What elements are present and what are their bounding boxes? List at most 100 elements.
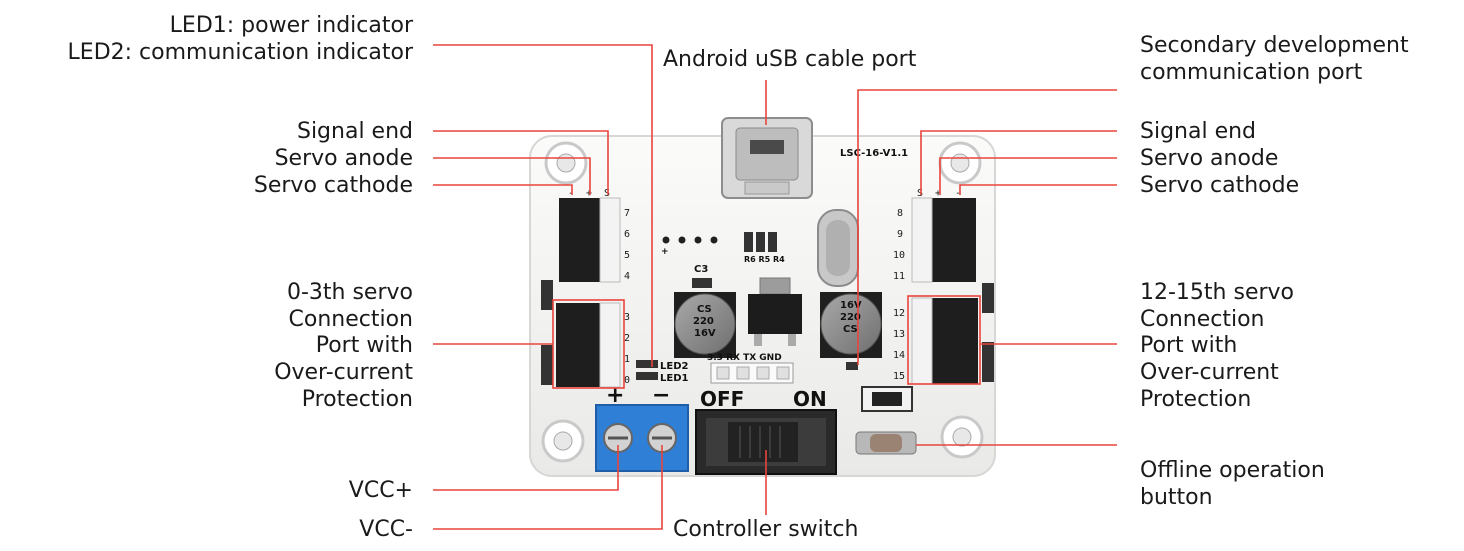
mount-hole-bottom-right bbox=[940, 415, 984, 459]
svg-text:R6 R5 R4: R6 R5 R4 bbox=[744, 255, 785, 264]
svg-text:C3: C3 bbox=[694, 264, 708, 275]
electrolytic-capacitor-left: CS 220 16V bbox=[674, 292, 736, 358]
svg-text:CS: CS bbox=[697, 304, 712, 315]
svg-text:11: 11 bbox=[893, 271, 905, 282]
svg-text:+: + bbox=[586, 188, 592, 199]
label-left-group-1: 0-3th servo bbox=[287, 280, 413, 305]
label-left-group-5: Protection bbox=[302, 387, 413, 412]
offline-push-button bbox=[855, 386, 917, 455]
svg-text:7: 7 bbox=[624, 208, 630, 219]
leader-secondary-port bbox=[857, 89, 1117, 365]
svg-text:−: − bbox=[652, 383, 670, 408]
label-secondary-port-2: communication port bbox=[1140, 60, 1363, 85]
svg-text:ON: ON bbox=[793, 387, 827, 411]
svg-text:8: 8 bbox=[897, 208, 903, 219]
svg-text:15: 15 bbox=[893, 371, 905, 382]
label-right-group-3: Port with bbox=[1140, 333, 1237, 358]
svg-text:220: 220 bbox=[840, 312, 861, 323]
svg-text:1: 1 bbox=[624, 354, 630, 365]
label-left-group-4: Over-current bbox=[274, 360, 413, 385]
svg-text:-: - bbox=[568, 188, 574, 199]
label-led1: LED1: power indicator bbox=[170, 13, 414, 38]
servo-header-right-bottom: 12 13 14 15 bbox=[893, 283, 994, 385]
mount-hole-top-right bbox=[938, 141, 982, 185]
leader-left-anode bbox=[433, 157, 591, 195]
servo-header-right-top: S + - 8 9 10 11 bbox=[893, 188, 976, 283]
svg-text:OFF: OFF bbox=[700, 387, 744, 411]
leader-left-cathode bbox=[433, 184, 573, 195]
svg-text:CS: CS bbox=[843, 324, 858, 335]
label-offline-button-1: Offline operation bbox=[1140, 458, 1325, 483]
svg-text:0: 0 bbox=[624, 375, 630, 386]
capacitor-c3: C3 bbox=[692, 264, 712, 288]
label-left-group-2: Connection bbox=[289, 307, 413, 332]
servo-header-left-top: - + S 7 6 5 4 bbox=[559, 188, 630, 283]
mount-hole-bottom-left bbox=[541, 419, 585, 463]
svg-text:16V: 16V bbox=[840, 300, 862, 311]
label-led2: LED2: communication indicator bbox=[68, 40, 414, 65]
leader-led bbox=[433, 44, 653, 367]
label-left-group-3: Port with bbox=[316, 333, 413, 358]
slide-switch: OFF ON bbox=[695, 387, 837, 475]
svg-text:2: 2 bbox=[624, 333, 630, 344]
highlight-right-servos bbox=[907, 295, 981, 385]
label-right-anode: Servo anode bbox=[1140, 146, 1278, 171]
label-right-group-5: Protection bbox=[1140, 387, 1251, 412]
svg-text:16V: 16V bbox=[694, 328, 716, 339]
leader-lines bbox=[433, 44, 1117, 530]
svg-text:13: 13 bbox=[893, 329, 905, 340]
power-terminal: + − bbox=[595, 383, 689, 472]
led-indicators: LED2 LED1 bbox=[636, 360, 689, 384]
label-usb-port: Android uSB cable port bbox=[663, 47, 917, 72]
crystal-oscillator bbox=[817, 209, 859, 287]
svg-text:+: + bbox=[661, 247, 669, 257]
svg-text:LED1: LED1 bbox=[660, 373, 689, 384]
svg-text:-: - bbox=[955, 188, 961, 199]
svg-text:5: 5 bbox=[624, 250, 630, 261]
svg-text:6: 6 bbox=[624, 229, 630, 240]
electrolytic-capacitor-right: 16V 220 CS bbox=[820, 292, 882, 358]
leader-right-anode bbox=[939, 157, 1117, 195]
svg-text:LED2: LED2 bbox=[660, 361, 689, 372]
board-model-text: LSC-16-V1.1 bbox=[840, 148, 908, 159]
servo-header-left-bottom: 3 2 1 0 bbox=[541, 280, 630, 388]
label-secondary-port-1: Secondary development bbox=[1140, 33, 1409, 58]
svg-text:14: 14 bbox=[893, 350, 905, 361]
leader-right-signal bbox=[920, 130, 1117, 195]
svg-text:9: 9 bbox=[897, 229, 903, 240]
label-right-signal: Signal end bbox=[1140, 119, 1256, 144]
leader-vcc-plus bbox=[433, 445, 619, 491]
leader-right-cathode bbox=[959, 184, 1117, 195]
test-points: + bbox=[661, 236, 718, 257]
pcb-board: LSC-16-V1.1 + R6 R5 R4 bbox=[529, 117, 996, 477]
svg-text:S: S bbox=[604, 188, 610, 199]
svg-text:12: 12 bbox=[893, 308, 905, 319]
label-left-cathode: Servo cathode bbox=[254, 173, 413, 198]
label-right-group-1: 12-15th servo bbox=[1140, 280, 1294, 305]
svg-text:3: 3 bbox=[624, 312, 630, 323]
label-right-group-2: Connection bbox=[1140, 307, 1264, 332]
label-vcc-minus: VCC- bbox=[359, 517, 413, 542]
svg-text:4: 4 bbox=[624, 271, 630, 282]
svg-text:+: + bbox=[935, 188, 941, 199]
callout-labels: LED1: power indicator LED2: communicatio… bbox=[68, 13, 1409, 542]
label-vcc-plus: VCC+ bbox=[349, 478, 413, 503]
svg-text:220: 220 bbox=[693, 316, 714, 327]
svg-text:+: + bbox=[606, 383, 624, 408]
svg-text:S: S bbox=[917, 188, 923, 199]
serial-header: 3.3 RX TX GND bbox=[707, 353, 858, 384]
usb-port bbox=[721, 117, 813, 199]
resistor-array: R6 R5 R4 bbox=[744, 232, 785, 264]
label-left-anode: Servo anode bbox=[275, 146, 413, 171]
svg-text:3.3 RX TX GND: 3.3 RX TX GND bbox=[707, 353, 782, 363]
label-offline-button-2: button bbox=[1140, 485, 1213, 510]
label-left-signal: Signal end bbox=[297, 119, 413, 144]
leader-left-signal bbox=[433, 130, 609, 195]
leader-vcc-minus bbox=[433, 445, 663, 530]
mount-hole-top-left bbox=[544, 141, 588, 185]
label-controller-switch: Controller switch bbox=[673, 517, 858, 542]
label-right-cathode: Servo cathode bbox=[1140, 173, 1299, 198]
voltage-regulator bbox=[748, 277, 802, 346]
label-right-group-4: Over-current bbox=[1140, 360, 1279, 385]
